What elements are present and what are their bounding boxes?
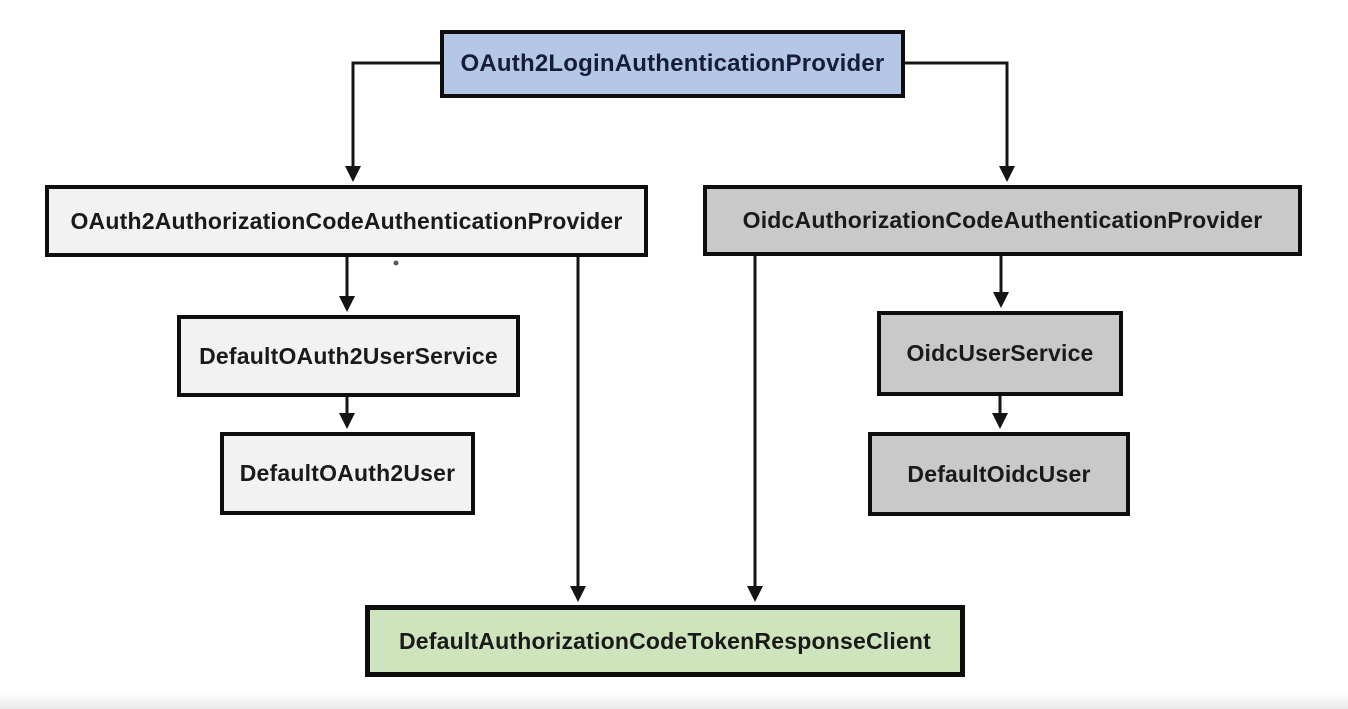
node-label: DefaultOAuth2User	[239, 460, 456, 486]
edge-login-to-oidc-code-provider	[905, 61, 1015, 182]
node-default-authorization-code-token-response-client: DefaultAuthorizationCodeTokenResponseCli…	[365, 605, 965, 677]
edge-login-to-oauth2-code-provider	[345, 61, 440, 182]
node-label: DefaultOAuth2UserService	[199, 342, 498, 369]
node-oidc-user-service: OidcUserService	[877, 311, 1123, 396]
node-label: OidcUserService	[906, 340, 1094, 366]
node-label: OidcAuthorizationCodeAuthenticationProvi…	[742, 207, 1263, 233]
node-label: OAuth2AuthorizationCodeAuthenticationPro…	[70, 207, 623, 234]
node-default-oauth2-user: DefaultOAuth2User	[220, 432, 475, 515]
stray-dot	[393, 260, 399, 266]
node-label: OAuth2LoginAuthenticationProvider	[460, 50, 885, 77]
node-default-oidc-user: DefaultOidcUser	[868, 432, 1130, 516]
node-default-oauth2-user-service: DefaultOAuth2UserService	[177, 315, 520, 397]
node-oauth2-authorization-code-authentication-provider: OAuth2AuthorizationCodeAuthenticationPro…	[45, 185, 648, 257]
node-label: DefaultAuthorizationCodeTokenResponseCli…	[398, 627, 932, 654]
node-oauth2-login-authentication-provider: OAuth2LoginAuthenticationProvider	[440, 30, 905, 98]
node-oidc-authorization-code-authentication-provider: OidcAuthorizationCodeAuthenticationProvi…	[703, 185, 1302, 256]
bottom-fade-strip	[0, 693, 1348, 709]
node-label: DefaultOidcUser	[907, 460, 1091, 487]
